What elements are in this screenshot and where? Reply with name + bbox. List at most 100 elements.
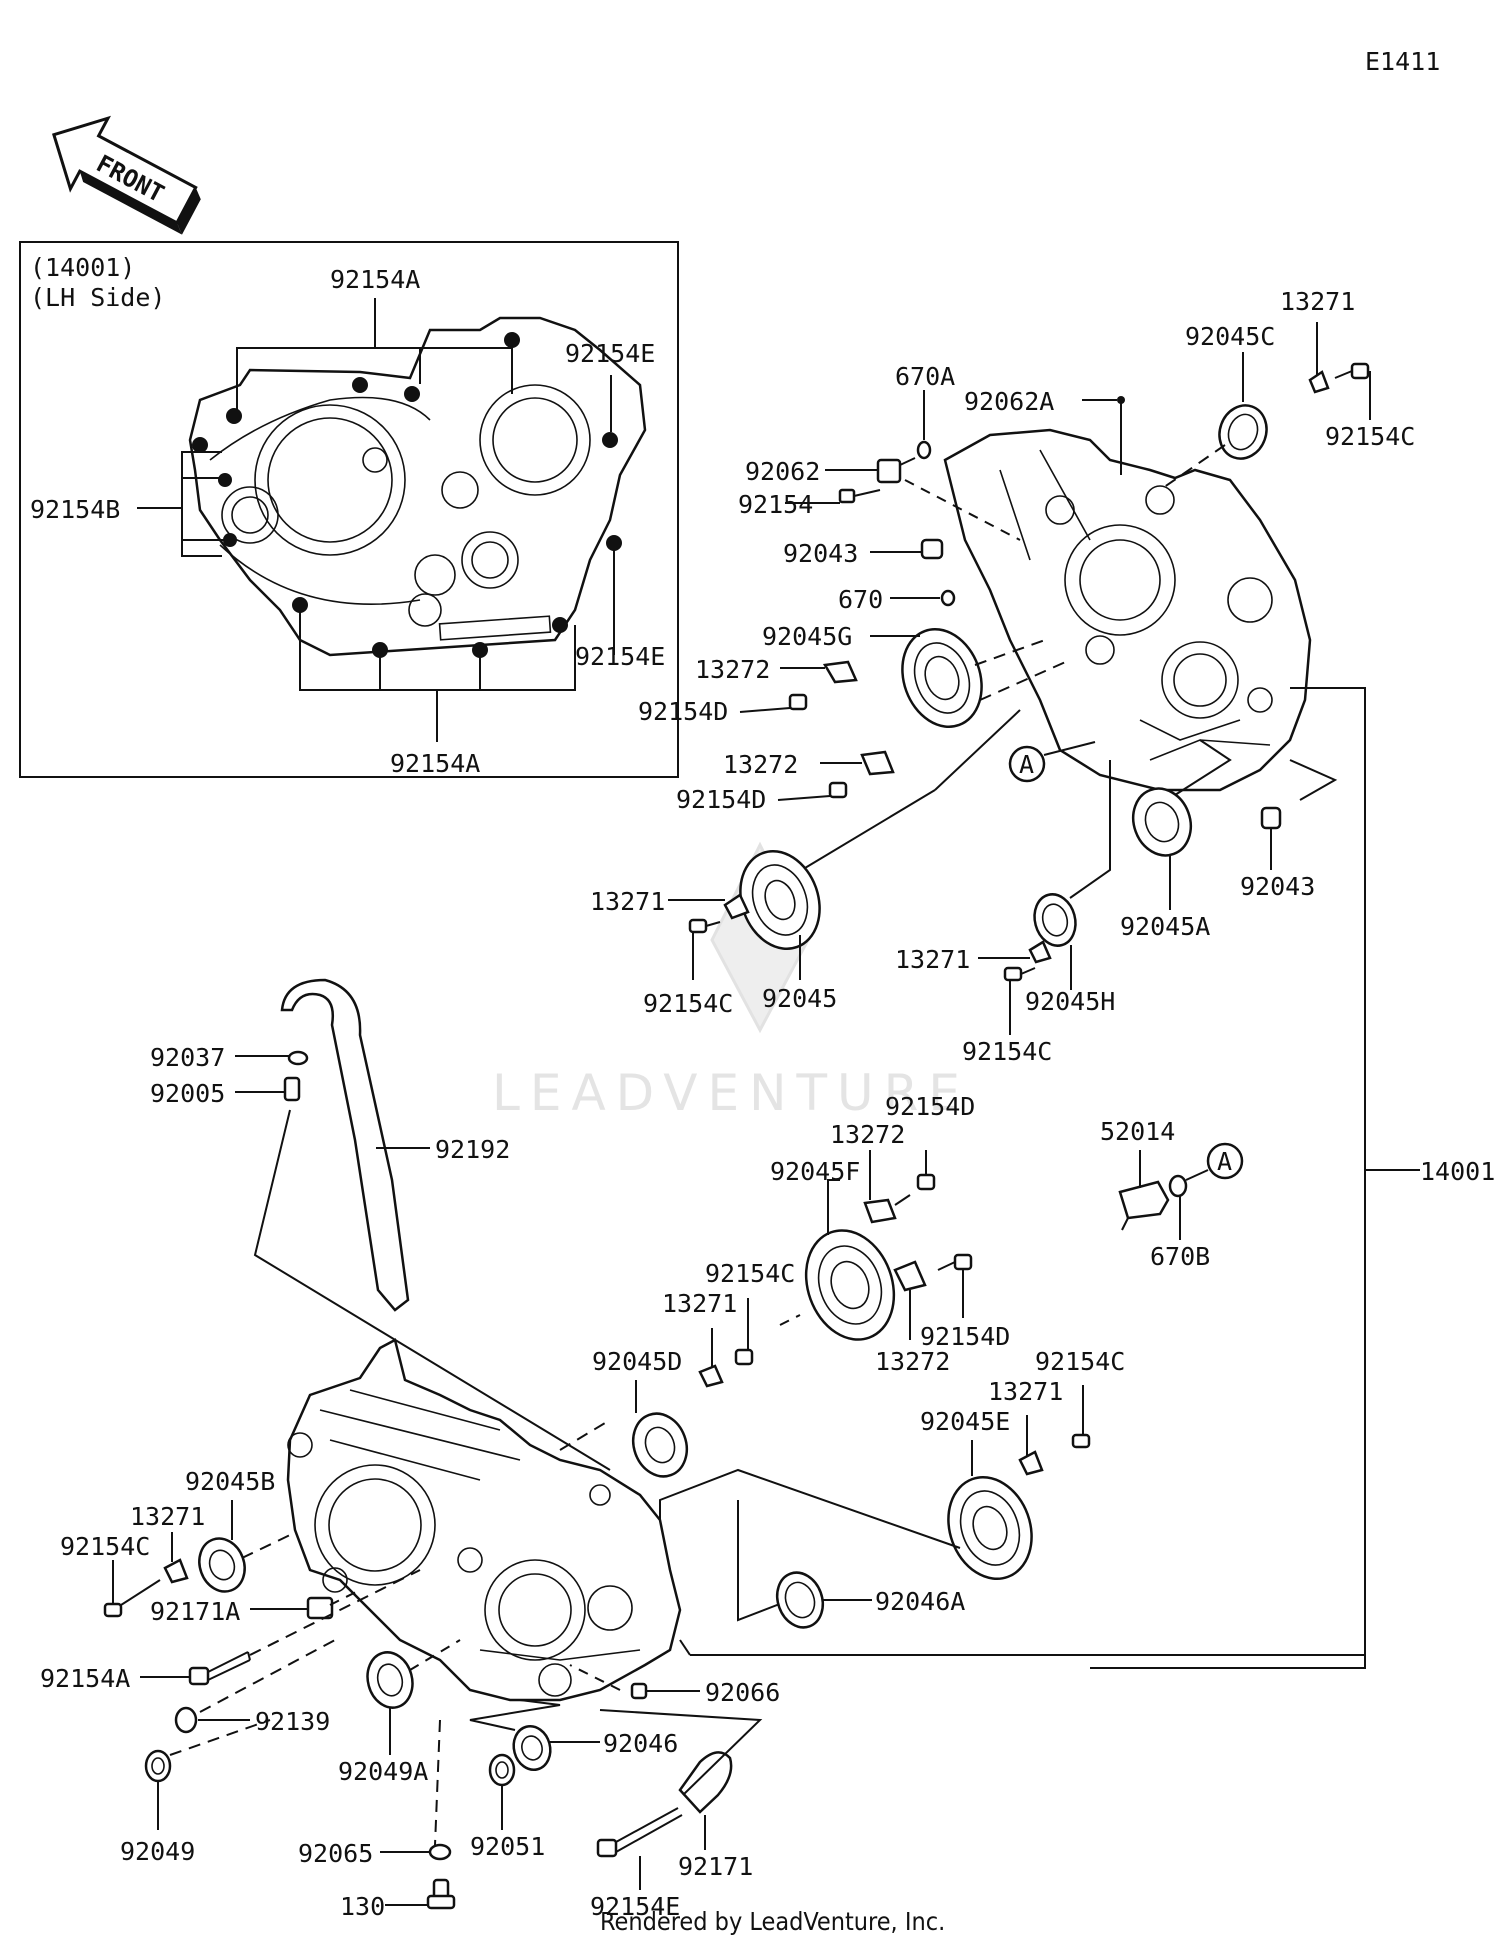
label-13271-f: 13271 (130, 1502, 205, 1531)
label-92154D-b: 92154D (676, 785, 766, 814)
label-92049A: 92049A (338, 1757, 428, 1786)
label-92045D: 92045D (592, 1347, 682, 1376)
bearing-92046A (775, 1571, 825, 1629)
label-92154E-inset-top: 92154E (565, 339, 655, 368)
label-92049: 92049 (120, 1837, 195, 1866)
inset-box (19, 241, 679, 778)
screw-92154C-e (1071, 1433, 1091, 1449)
bearing-92045F (804, 1229, 896, 1341)
plate-13271-e (1018, 1450, 1044, 1476)
plate-13272-a (822, 660, 858, 684)
screw-92154C-c (1003, 966, 1023, 982)
bearing-92045B (198, 1537, 246, 1593)
label-92062A: 92062A (964, 387, 1054, 416)
label-92046: 92046 (603, 1729, 678, 1758)
plate-13272-d (893, 1260, 927, 1292)
label-92192: 92192 (435, 1135, 510, 1164)
screw-92154D-b (828, 781, 848, 799)
footer-credit: Rendered by LeadVenture, Inc. (600, 1907, 945, 1936)
bearing-92046 (512, 1724, 552, 1772)
label-92154-upper: 92154 (738, 490, 813, 519)
bolt-92154A (188, 1651, 251, 1686)
dowel-92043-upper (920, 538, 944, 560)
label-92066: 92066 (705, 1678, 780, 1707)
inset-title-line2: (LH Side) (30, 283, 165, 312)
label-13272-a: 13272 (695, 655, 770, 684)
label-92154A-inset-top: 92154A (330, 265, 420, 294)
bearing-92045 (739, 850, 821, 950)
seal-92045H (1033, 893, 1077, 947)
label-130: 130 (340, 1892, 385, 1921)
plate-13271-top (1308, 370, 1330, 394)
screw-92154C-f (103, 1602, 123, 1618)
label-13271-top: 13271 (1280, 287, 1355, 316)
breather-hose-92192 (280, 978, 410, 1312)
screw-92154C-b (688, 918, 708, 934)
label-92043-upper: 92043 (783, 539, 858, 568)
label-92045A: 92045A (1120, 912, 1210, 941)
watermark: LEADVENTURE (492, 841, 960, 1122)
plate-13271-f (163, 1558, 189, 1584)
front-arrow-icon: FRONT (52, 115, 201, 235)
label-13272-c: 13272 (830, 1120, 905, 1149)
ref-marker-A-sensor-text: A (1217, 1147, 1232, 1176)
label-92154A: 92154A (40, 1664, 130, 1693)
plate-13271-d (698, 1364, 724, 1388)
label-92154D-c: 92154D (885, 1092, 975, 1121)
bolt-92154E (596, 1807, 683, 1858)
label-92045F: 92045F (770, 1157, 860, 1186)
ref-marker-A-case (1008, 745, 1046, 783)
label-14001: 14001 (1420, 1157, 1495, 1186)
label-92154E: 92154E (590, 1892, 680, 1921)
guide-92171 (678, 1751, 733, 1814)
plug-92066 (630, 1682, 648, 1700)
label-92037: 92037 (150, 1043, 225, 1072)
label-13271-c: 13271 (895, 945, 970, 974)
label-92154C-d: 92154C (705, 1259, 795, 1288)
seal-92139 (174, 1706, 198, 1734)
plate-13271-c (1028, 940, 1052, 964)
label-13271-d: 13271 (662, 1289, 737, 1318)
label-92062: 92062 (745, 457, 820, 486)
label-92154D-d: 92154D (920, 1322, 1010, 1351)
label-92154D-a: 92154D (638, 697, 728, 726)
plate-13271-b (723, 893, 750, 920)
label-92154E-inset-bot: 92154E (575, 642, 665, 671)
label-92005: 92005 (150, 1079, 225, 1108)
screw-92154D-c (916, 1173, 936, 1191)
oring-670 (940, 589, 956, 607)
clamp-92037 (287, 1050, 309, 1066)
label-52014: 52014 (1100, 1117, 1175, 1146)
label-670A: 670A (895, 362, 955, 391)
ref-marker-A-case-text: A (1019, 750, 1034, 779)
label-92154B-inset: 92154B (30, 495, 120, 524)
label-92045G: 92045G (762, 622, 852, 651)
bearing-92045A (1131, 787, 1193, 857)
label-13272-b: 13272 (723, 750, 798, 779)
plate-13272-c (863, 1198, 897, 1224)
label-92154C-top: 92154C (1325, 422, 1415, 451)
seal-92049A (366, 1651, 414, 1709)
washer-92065 (428, 1843, 452, 1861)
seal-92051 (488, 1753, 516, 1787)
crankcase-left-half (286, 1338, 682, 1702)
diagram-id: E1411 (1365, 47, 1440, 76)
label-92045E: 92045E (920, 1407, 1010, 1436)
label-92171A: 92171A (150, 1597, 240, 1626)
label-92043-lower: 92043 (1240, 872, 1315, 901)
bearing-92045D (631, 1412, 689, 1478)
label-13272-d: 13272 (875, 1347, 950, 1376)
label-92051: 92051 (470, 1832, 545, 1861)
label-92045H: 92045H (1025, 987, 1115, 1016)
screw-92154D-d (953, 1253, 973, 1271)
screw-92154D-a (788, 693, 808, 711)
label-92154C-e: 92154C (1035, 1347, 1125, 1376)
label-92065: 92065 (298, 1839, 373, 1868)
sensor-52014 (1118, 1180, 1170, 1231)
label-92154A-inset-bot: 92154A (390, 749, 480, 778)
seal-92049 (144, 1749, 172, 1783)
label-13271-e: 13271 (988, 1377, 1063, 1406)
bearing-92045E (947, 1476, 1033, 1580)
label-92154C-b: 92154C (643, 989, 733, 1018)
